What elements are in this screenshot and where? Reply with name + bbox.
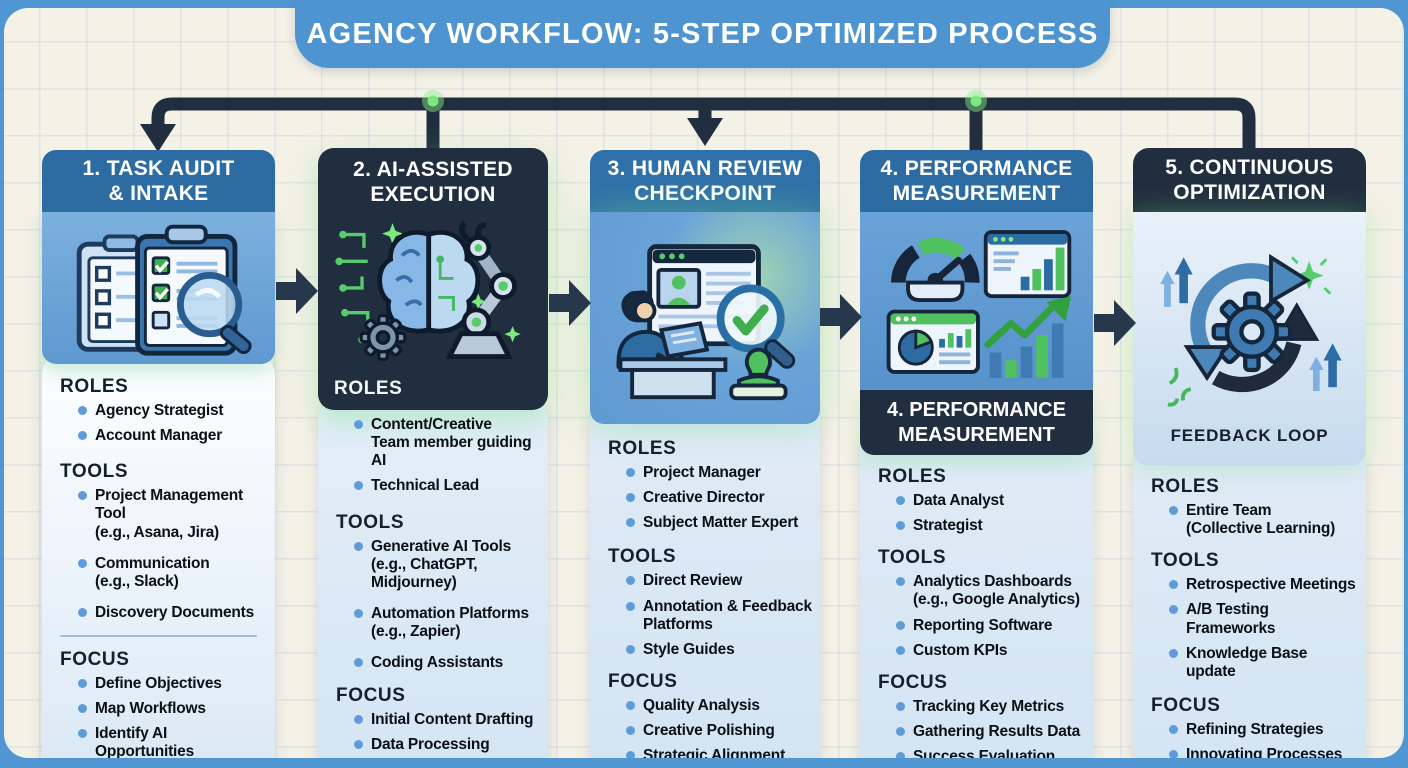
bullet-item: Strategist: [896, 517, 1085, 535]
step-5-header: 5. CONTINUOUS OPTIMIZATION: [1133, 148, 1366, 212]
step-5-column: 5. CONTINUOUS OPTIMIZATION: [1133, 148, 1366, 768]
bullet-item: Discovery Documents: [78, 604, 267, 622]
step-3-column: 3. HUMAN REVIEW CHECKPOINT: [590, 150, 820, 768]
step-4-header: 4. PERFORMANCE MEASUREMENT: [860, 150, 1093, 212]
bullet-item: Coding Assistants: [354, 654, 540, 672]
bullet-item: Custom KPIs: [896, 642, 1085, 660]
bullet-item: Generative AI Tools(e.g., ChatGPT, Midjo…: [354, 538, 540, 592]
bullet-item: Retrospective Meetings: [1169, 576, 1358, 594]
tools-list: Project Management Tool(e.g., Asana, Jir…: [58, 487, 267, 622]
bullet-item: A/B Testing Frameworks: [1169, 601, 1358, 637]
step-5-details: ROLES Entire Team(Collective Learning) T…: [1133, 476, 1366, 768]
arrow-step2-to-step3-icon: [549, 278, 591, 328]
step-2-header: 2. AI-ASSISTED EXECUTION: [353, 157, 513, 206]
feedback-loop-gear-icon: FEEDBACK LOOP: [1133, 212, 1366, 466]
focus-heading: FOCUS: [336, 685, 406, 707]
bullet-item: Map Workflows: [78, 700, 267, 718]
step-1-column: 1. TASK AUDIT & INTAKE: [42, 150, 275, 768]
bullet-item: Data Processing: [354, 736, 540, 754]
bottom-accent-strip: [0, 758, 1408, 768]
tools-list: Generative AI Tools(e.g., ChatGPT, Midjo…: [334, 538, 540, 673]
tools-heading: TOOLS: [60, 461, 129, 483]
bullet-item: Account Manager: [78, 427, 267, 445]
bullet-item: Style Guides: [626, 641, 812, 659]
step-2-column: 2. AI-ASSISTED EXECUTION: [318, 148, 548, 768]
bullet-item: Refining Strategies: [1169, 721, 1358, 739]
bullet-item: Tracking Key Metrics: [896, 698, 1085, 716]
roles-heading: ROLES: [1151, 476, 1220, 497]
roles-heading: ROLES: [60, 376, 129, 397]
bullet-item: Project Management Tool(e.g., Asana, Jir…: [78, 487, 267, 541]
roles-heading: ROLES: [878, 466, 947, 487]
bullet-item: Initial Content Drafting: [354, 711, 540, 729]
title-banner: AGENCY WORKFLOW: 5-STEP OPTIMIZED PROCES…: [295, 0, 1110, 68]
step-3-header: 3. HUMAN REVIEW CHECKPOINT: [590, 150, 820, 212]
bullet-item: Quality Analysis: [626, 697, 812, 715]
focus-heading: FOCUS: [608, 670, 678, 692]
tools-list: Analytics Dashboards(e.g., Google Analyt…: [876, 573, 1085, 660]
feedback-loop-label: FEEDBACK LOOP: [1170, 426, 1329, 445]
bullet-item: Subject Matter Expert: [626, 514, 812, 532]
step-1-header: 1. TASK AUDIT & INTAKE: [42, 150, 275, 212]
clipboard-checklist-magnifier-icon: [42, 212, 275, 364]
roles-heading: ROLES: [608, 438, 677, 459]
bullet-item: Communication(e.g., Slack): [78, 555, 267, 591]
bullet-item: Technical Lead: [354, 477, 540, 495]
tools-heading: TOOLS: [608, 546, 677, 568]
tools-heading: TOOLS: [1151, 550, 1220, 572]
bullet-item: Creative Polishing: [626, 722, 812, 740]
bullet-item: Entire Team(Collective Learning): [1169, 502, 1358, 538]
roles-heading: ROLES: [334, 378, 403, 399]
step-4-footer-label: 4. PERFORMANCE MEASUREMENT: [860, 390, 1093, 455]
section-divider: [60, 635, 257, 637]
human-review-approval-icon: [590, 212, 820, 424]
tools-heading: TOOLS: [336, 511, 405, 533]
page-title: AGENCY WORKFLOW: 5-STEP OPTIMIZED PROCES…: [306, 17, 1099, 50]
bullet-item: Define Objectives: [78, 675, 267, 693]
arrow-step3-to-step4-icon: [820, 292, 862, 342]
bullet-item: Direct Review: [626, 572, 812, 590]
bullet-item: Project Manager: [626, 464, 812, 482]
focus-heading: FOCUS: [878, 671, 948, 693]
bullet-item: Agency Strategist: [78, 402, 267, 420]
bullet-item: Creative Director: [626, 489, 812, 507]
bullet-item: Data Analyst: [896, 492, 1085, 510]
bullet-item: Reporting Software: [896, 617, 1085, 635]
focus-heading: FOCUS: [1151, 694, 1221, 716]
bullet-item: Identify AI Opportunities: [78, 725, 267, 761]
step-2-panel: [318, 398, 548, 768]
bullet-item: Automation Platforms(e.g., Zapier): [354, 605, 540, 641]
roles-list: Entire Team(Collective Learning): [1149, 502, 1358, 538]
analytics-gauge-charts-icon: [860, 212, 1093, 390]
bullet-item: Analytics Dashboards(e.g., Google Analyt…: [896, 573, 1085, 609]
bullet-item: Gathering Results Data: [896, 723, 1085, 741]
tools-heading: TOOLS: [878, 547, 947, 569]
bullet-item: Knowledge Base update: [1169, 645, 1358, 681]
step-4-panel: [860, 432, 1093, 768]
arrow-step1-to-step2-icon: [276, 266, 318, 316]
step-4-column: 4. PERFORMANCE MEASUREMENT: [860, 150, 1093, 768]
focus-heading: FOCUS: [60, 649, 130, 670]
arrow-step4-to-step5-icon: [1094, 298, 1136, 348]
ai-brain-robot-arm-icon: [318, 204, 548, 370]
